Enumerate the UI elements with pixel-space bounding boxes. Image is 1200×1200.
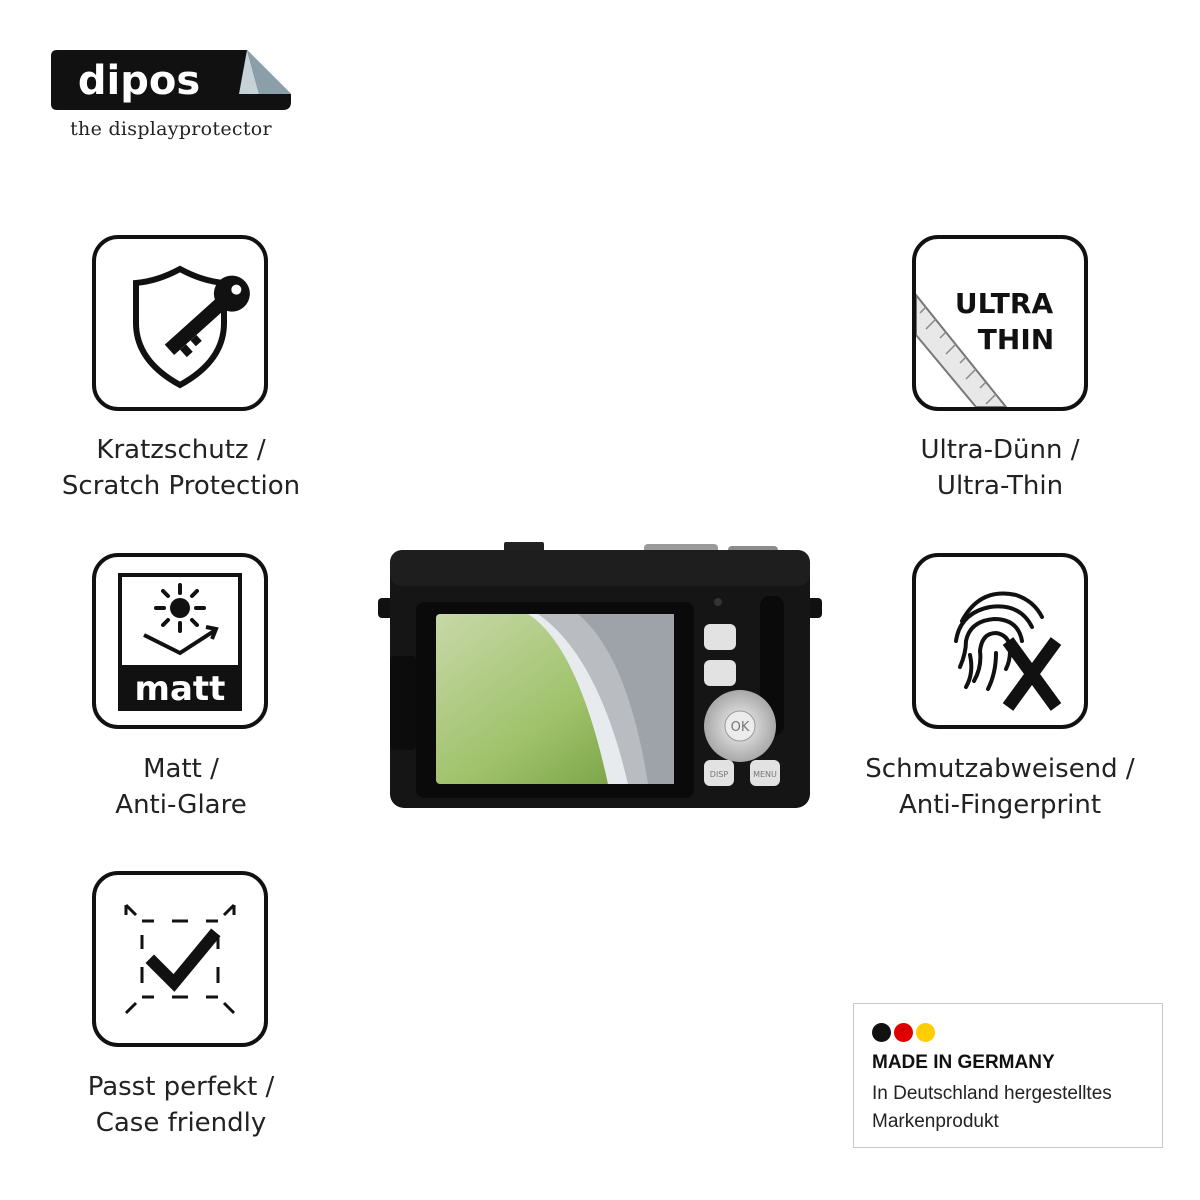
anti-fingerprint-caption: Schmutzabweisend / Anti-Fingerprint [850, 751, 1150, 823]
caption-line: Kratzschutz / [96, 435, 266, 465]
ultra-thin-caption: Ultra-Dünn / Ultra-Thin [850, 432, 1150, 504]
caption-line: Schmutzabweisend / [865, 754, 1135, 784]
anti-fingerprint-tile [912, 553, 1088, 729]
matt-caption: Matt / Anti-Glare [31, 751, 331, 823]
case-friendly-tile [92, 871, 268, 1047]
caption-line: Anti-Glare [115, 790, 247, 820]
caption-line: Ultra-Dünn / [920, 435, 1080, 465]
ultra-badge-text: ULTRA [955, 287, 1054, 320]
scratch-protection-tile [92, 235, 268, 411]
disp-button-label: DISP [710, 770, 729, 779]
flag-dot-red [894, 1023, 913, 1042]
thin-badge-text: THIN [978, 323, 1054, 356]
caption-line: Scratch Protection [61, 471, 301, 501]
flag-dot-black [872, 1023, 891, 1042]
matt-antiglare-tile: matt [92, 553, 268, 729]
case-friendly-caption: Passt perfekt / Case friendly [31, 1069, 331, 1141]
camera-image: OK DISP MENU [378, 536, 822, 812]
caption-line: Passt perfekt / [87, 1072, 275, 1102]
caption-line: Case friendly [95, 1108, 267, 1138]
caption-line: Ultra-Thin [936, 471, 1064, 501]
menu-button-label: MENU [753, 770, 777, 779]
ok-button-label: OK [731, 720, 750, 735]
shield-key-icon [133, 265, 250, 389]
subline-line: In Deutschland hergestelltes [872, 1083, 1112, 1104]
made-in-germany-box: MADE IN GERMANY In Deutschland hergestel… [853, 1003, 1163, 1148]
made-in-germany-heading: MADE IN GERMANY [872, 1052, 1055, 1073]
matt-badge-text: matt [135, 669, 226, 709]
germany-flag-dots [872, 1023, 938, 1043]
flag-dot-gold [916, 1023, 935, 1042]
scratch-protection-caption: Kratzschutz / Scratch Protection [31, 432, 331, 504]
brand-logo: dipos [51, 50, 291, 110]
checkmark-frame-icon [124, 903, 236, 1015]
sun-matt-icon: matt [118, 573, 242, 711]
ruler-icon: ULTRA THIN [916, 287, 1054, 407]
caption-line: Anti-Fingerprint [898, 790, 1102, 820]
made-in-germany-subline: In Deutschland hergestelltes Markenprodu… [872, 1080, 1162, 1136]
logo-wordmark: dipos [78, 58, 200, 104]
caption-line: Matt / [143, 754, 219, 784]
subline-line: Markenprodukt [872, 1111, 999, 1132]
fingerprint-x-icon [954, 591, 1062, 711]
logo-tagline: the displayprotector [70, 118, 272, 140]
ultra-thin-tile: ULTRA THIN [912, 235, 1088, 411]
